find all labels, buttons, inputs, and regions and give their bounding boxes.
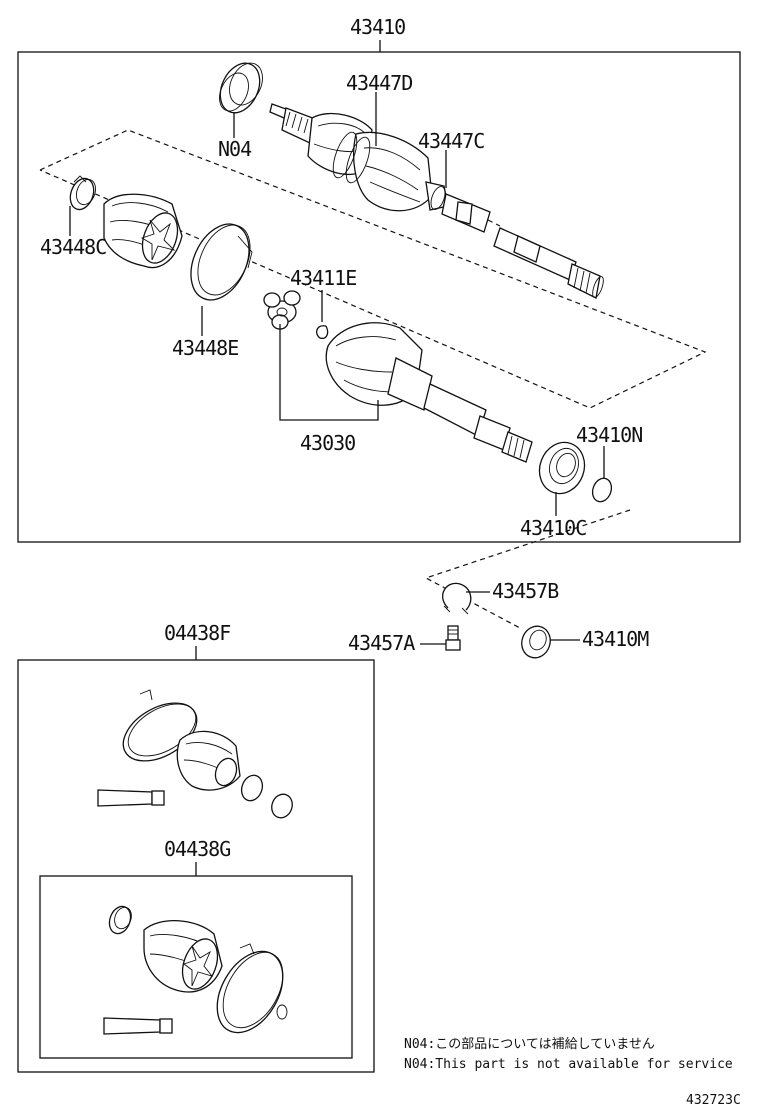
note-jp: N04:この部品については補給していません: [404, 1037, 655, 1052]
kit-g-boot[interactable]: [143, 920, 224, 994]
label-43410[interactable]: 43410: [350, 15, 406, 39]
kit-g-small-clamp[interactable]: [106, 903, 134, 936]
figure-id: 432723C: [686, 1093, 741, 1108]
assembly-frame: [17, 51, 741, 543]
bearing[interactable]: [532, 436, 591, 500]
bearing-m[interactable]: [517, 622, 554, 662]
stud-bolt[interactable]: [445, 625, 461, 651]
label-43411e[interactable]: 43411E: [290, 266, 357, 290]
label-04438g[interactable]: 04438G: [164, 837, 231, 861]
hole-snap-ring[interactable]: [442, 582, 472, 615]
tripod-spider[interactable]: [263, 290, 301, 330]
label-43447d[interactable]: 43447D: [346, 71, 413, 95]
dust-seal[interactable]: [589, 476, 614, 505]
kit-f-grease-tube[interactable]: [97, 789, 165, 807]
note-en: N04:This part is not available for servi…: [404, 1057, 733, 1072]
43030-leader: [279, 324, 379, 421]
outboard-shaft[interactable]: [269, 103, 606, 299]
kit-g-grease-tube[interactable]: [103, 1017, 173, 1035]
kit-f-small-clamp-a[interactable]: [238, 772, 266, 803]
inner-boot[interactable]: [103, 193, 184, 269]
label-04438f[interactable]: 04438F: [164, 621, 231, 645]
label-43447c[interactable]: 43447C: [418, 129, 485, 153]
label-43448e[interactable]: 43448E: [172, 336, 239, 360]
kit-f-boot[interactable]: [176, 730, 241, 791]
label-43457b[interactable]: 43457B: [492, 579, 560, 603]
label-43410m[interactable]: 43410M: [582, 627, 650, 651]
n04-ring[interactable]: [213, 57, 269, 119]
boot-clamp-small[interactable]: [66, 175, 99, 213]
kit-g-large-clamp[interactable]: [204, 940, 296, 1044]
label-43457a[interactable]: 43457A: [348, 631, 416, 655]
group-outline: [39, 129, 707, 409]
snap-ring[interactable]: [315, 325, 329, 340]
label-43030[interactable]: 43030: [300, 431, 356, 455]
kit-f-small-clamp-b[interactable]: [268, 791, 295, 820]
inboard-joint-housing[interactable]: [325, 322, 533, 463]
label-43448c[interactable]: 43448C: [40, 235, 107, 259]
label-n04[interactable]: N04: [218, 137, 253, 161]
label-43410n[interactable]: 43410N: [576, 423, 643, 447]
boot-clamp-large[interactable]: [180, 215, 261, 309]
